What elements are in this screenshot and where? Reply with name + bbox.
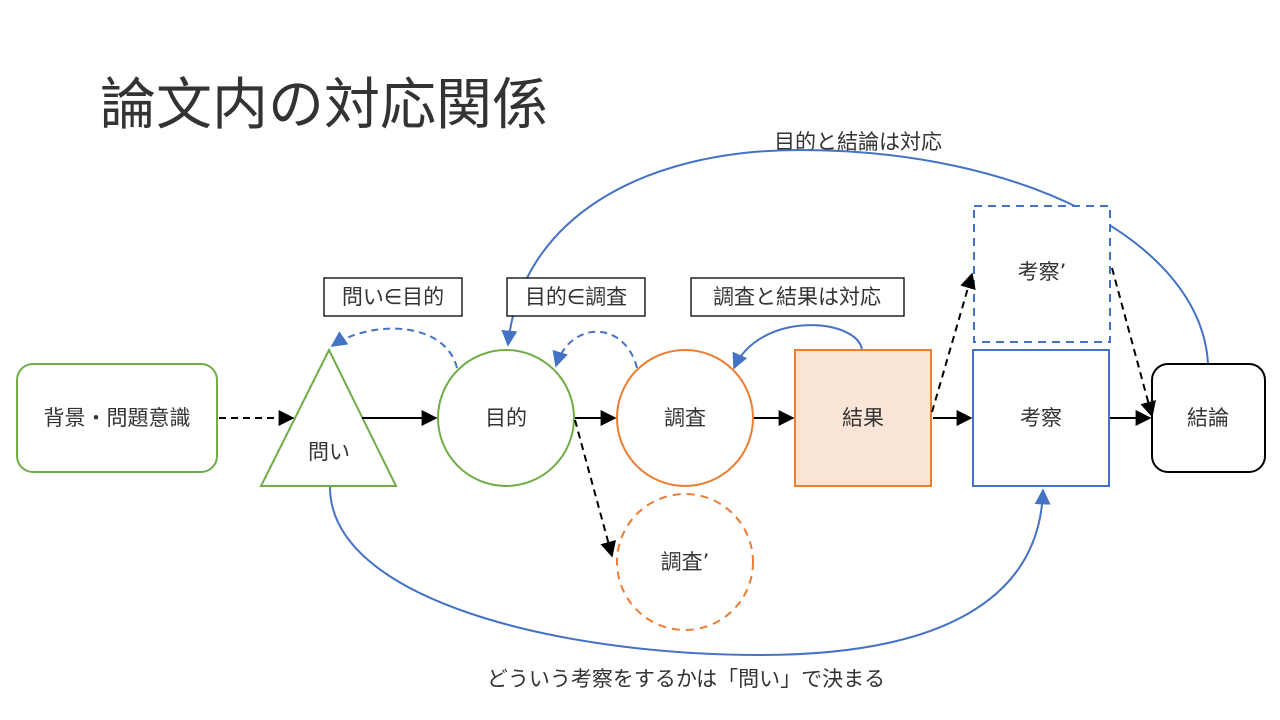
annotation-box-survey-result (690, 277, 905, 317)
annotation-bottom: どういう考察をするかは「問い」で決まる (487, 667, 885, 691)
node-discussion-alt-label: 考察’ (1018, 260, 1067, 284)
node-survey-alt (616, 493, 754, 631)
node-purpose (437, 349, 575, 487)
node-background (16, 363, 218, 473)
node-survey (616, 349, 754, 487)
annotation-box2-text: 目的∈調査 (525, 285, 627, 309)
arrow-question-to-discussion (329, 486, 1051, 657)
node-result (794, 349, 932, 487)
node-background-label: 背景・問題意識 (44, 406, 191, 430)
annotation-box-purpose-in-survey (506, 277, 646, 317)
node-discussion-label: 考察 (1020, 406, 1062, 430)
node-survey-alt-label: 調査’ (661, 550, 710, 574)
slide-title: 論文内の対応関係 (100, 73, 548, 138)
arrow-result-to-discussion-alt (931, 272, 976, 413)
annotation-box-question-in-purpose (323, 277, 463, 317)
arrow-result-to-survey (732, 324, 863, 370)
node-survey-label: 調査 (664, 406, 706, 430)
node-purpose-label: 目的 (485, 406, 527, 430)
arrow-purpose-to-survey-alt (574, 419, 616, 558)
node-discussion (972, 349, 1110, 487)
node-conclusion-label: 結論 (1187, 406, 1229, 430)
arrow-discussion-alt-to-conclusion (1111, 267, 1156, 418)
annotation-box1-text: 問い∈目的 (342, 285, 444, 309)
node-question-label: 問い (308, 440, 350, 464)
arrow-purpose-to-question (330, 327, 458, 369)
node-discussion-alt (973, 205, 1111, 343)
arrow-conclusion-to-purpose (501, 148, 1209, 364)
arrow-survey-to-purpose (552, 330, 638, 369)
annotation-box3-text: 調査と結果は対応 (713, 285, 881, 309)
node-result-label: 結果 (842, 406, 884, 430)
node-conclusion (1151, 363, 1266, 473)
